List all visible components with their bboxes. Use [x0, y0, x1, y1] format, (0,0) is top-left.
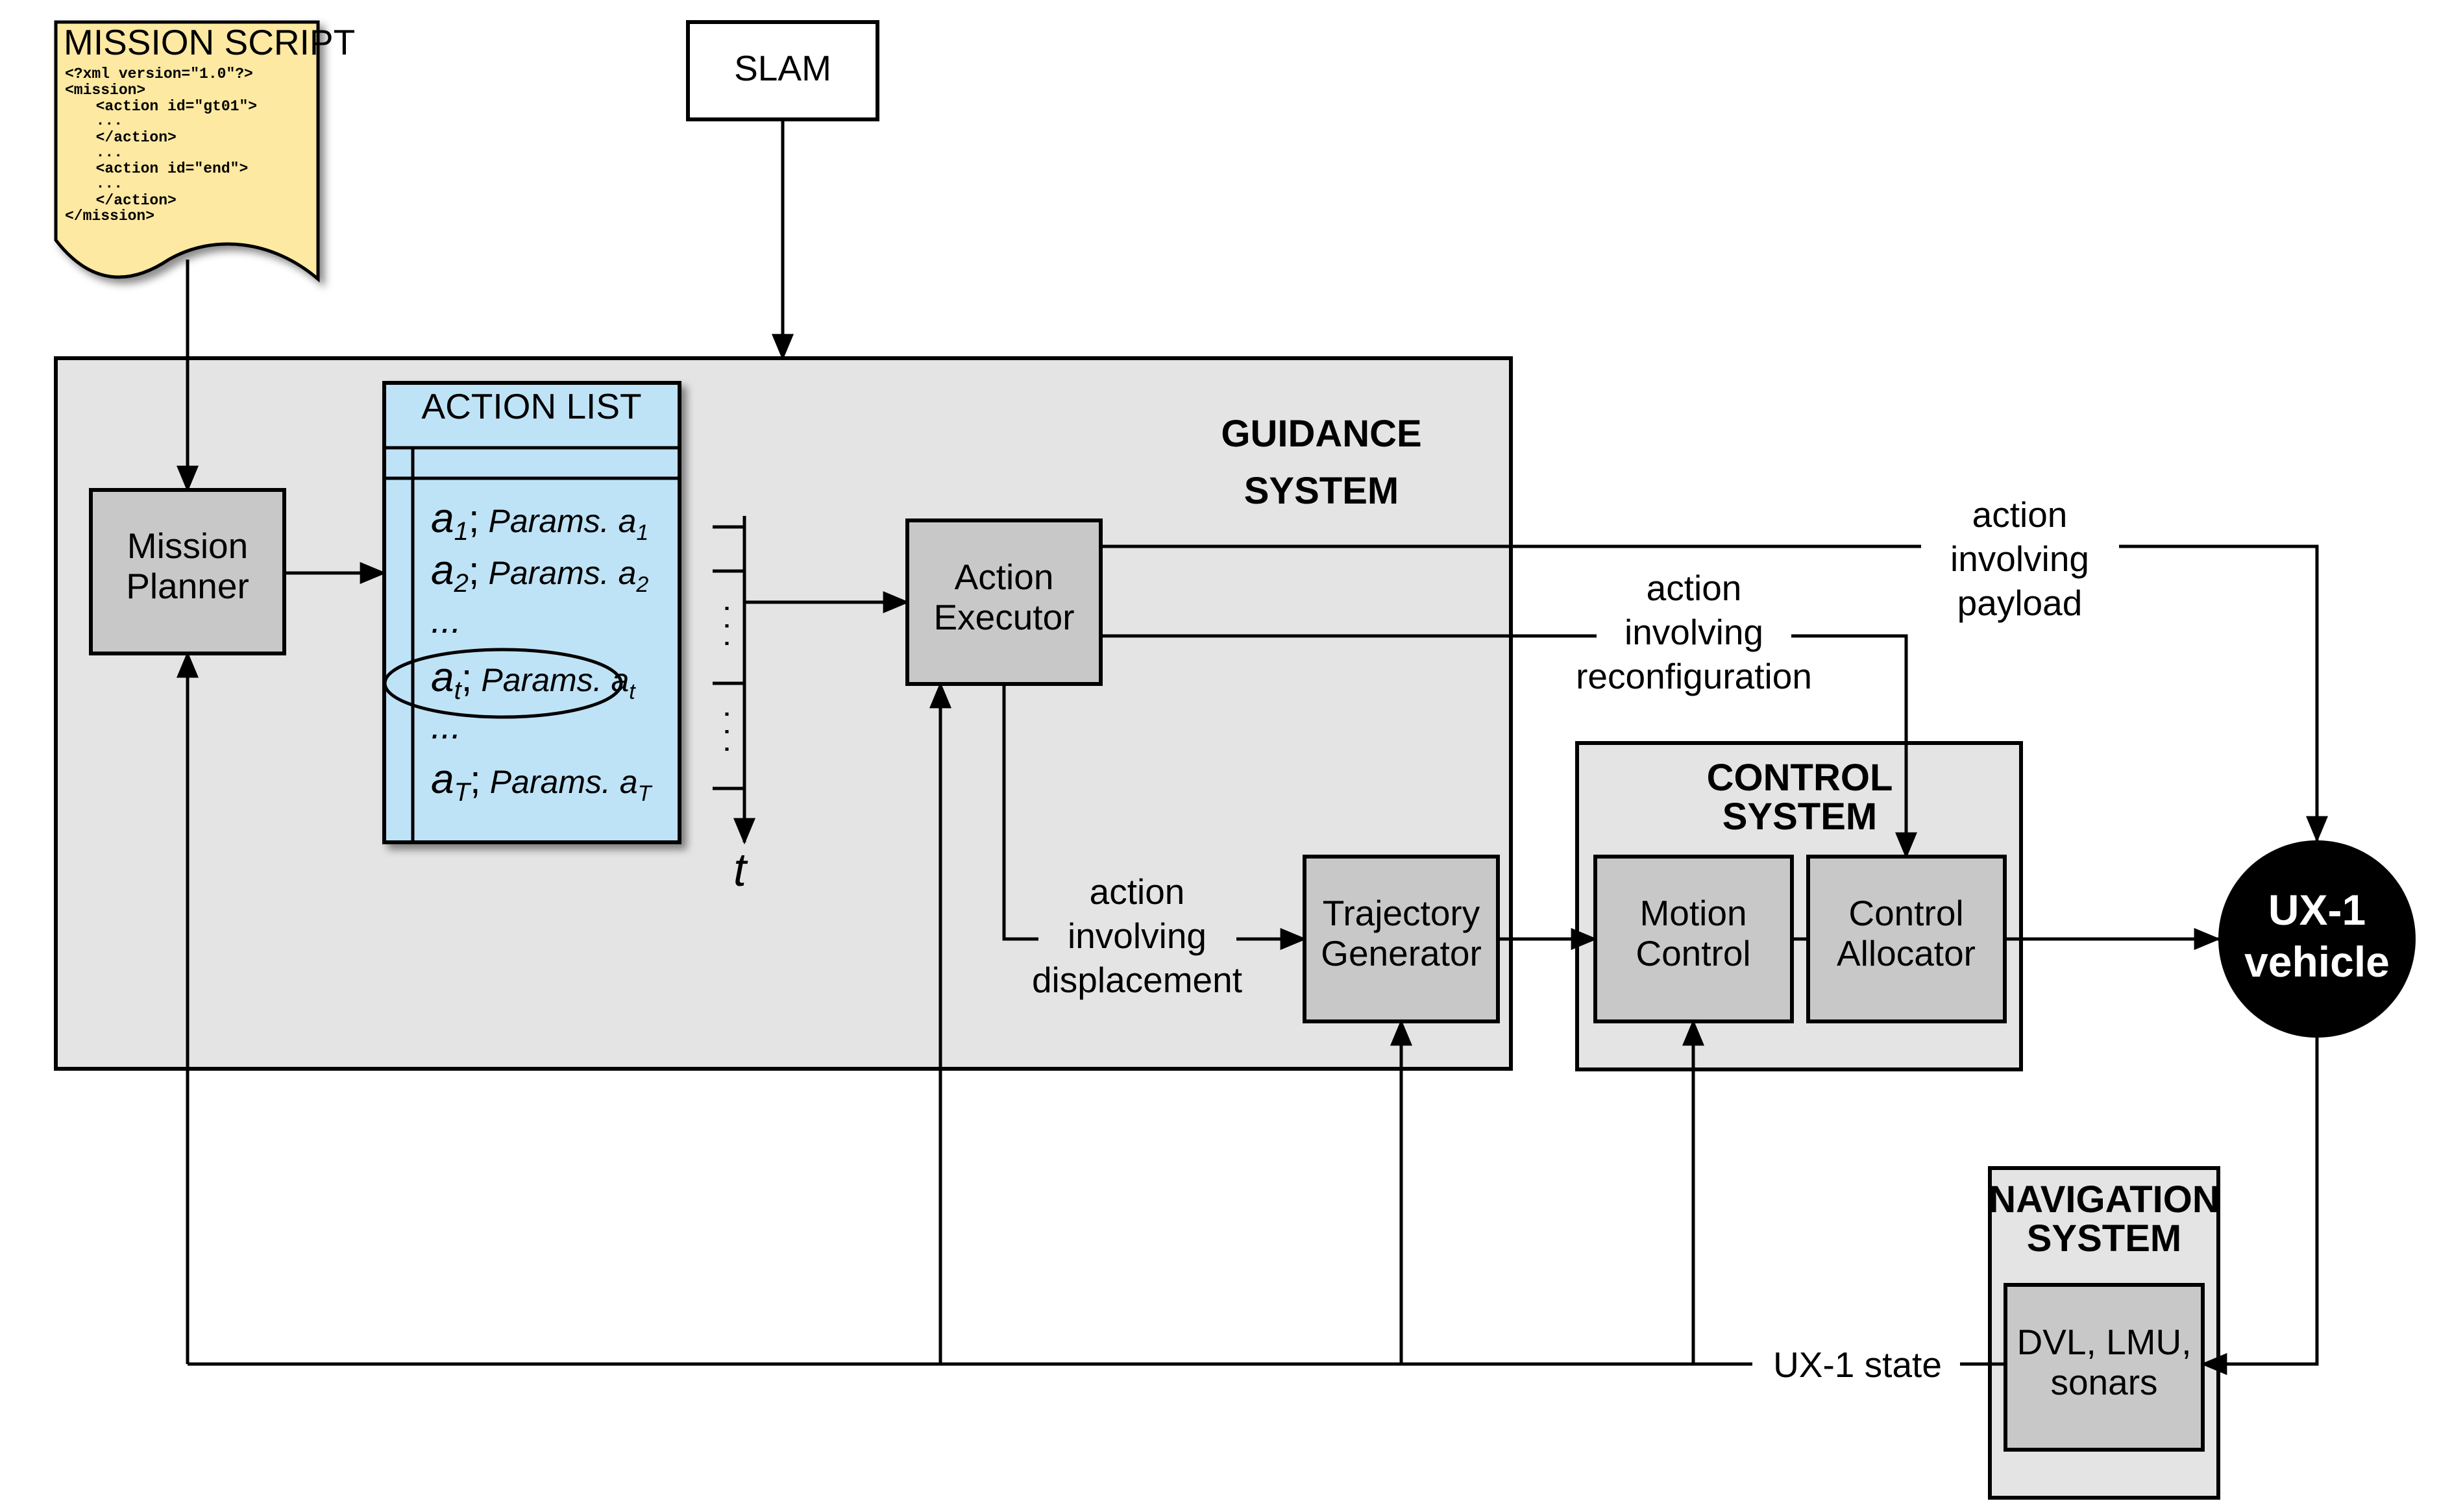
code-line: <mission>: [65, 82, 145, 99]
reconfig-label-2: involving: [1624, 612, 1763, 652]
mission-script-page[interactable]: [54, 20, 320, 283]
code-line: </action>: [78, 192, 177, 209]
payload-label-2: involving: [1950, 539, 2089, 579]
current-action-highlight: [383, 648, 623, 719]
code-line: <action id="gt01">: [78, 98, 257, 115]
guidance-system-box: [54, 356, 1513, 1071]
code-line: </mission>: [65, 208, 154, 225]
navigation-title-line1: NAVIGATION: [1989, 1178, 2220, 1221]
guidance-title-line2: SYSTEM: [1244, 470, 1399, 512]
action-row-2[interactable]: a2;Params. a2: [431, 546, 648, 598]
time-axis: t: [713, 516, 755, 896]
control-system: CONTROL SYSTEM Motion Control Control Al…: [1575, 741, 2023, 1071]
reconfig-label-1: action: [1647, 568, 1742, 608]
slam-label: SLAM: [734, 48, 831, 88]
code-line: ...: [78, 144, 123, 161]
control-allocator-line2: Allocator: [1837, 933, 1976, 973]
action-row-ellipsis: ...: [431, 705, 461, 746]
action-executor-block[interactable]: Action Executor: [905, 518, 1103, 686]
action-row-1[interactable]: a1;Params. a1: [431, 494, 648, 546]
control-allocator-line1: Control: [1848, 893, 1963, 933]
vehicle-line2: vehicle: [2244, 938, 2390, 986]
slam-box[interactable]: [686, 20, 879, 121]
mission-script[interactable]: [54, 20, 320, 283]
action-list: ACTION LIST a1;Params. a1 a2;Params. a2 …: [382, 381, 681, 844]
sensors-line2: sonars: [2050, 1362, 2157, 1402]
reconfig-line-b: [1791, 634, 1917, 859]
payload-label-1: action: [1972, 494, 2068, 535]
code-line: <?xml version="1.0"?>: [65, 66, 253, 82]
displacement-line-a: [1002, 684, 1038, 941]
trajectory-generator-line2: Generator: [1321, 933, 1482, 973]
displacement-label-3: displacement: [1032, 960, 1242, 1000]
code-line: <action id="end">: [78, 160, 248, 177]
action-executor-line1: Action: [955, 557, 1054, 597]
payload-line-b: [2119, 544, 2328, 843]
vehicle-node[interactable]: UX-1 vehicle: [2218, 840, 2416, 1038]
action-row-last[interactable]: aT;Params. aT: [431, 755, 653, 807]
payload-label-3: payload: [1957, 583, 2083, 623]
vehicle-line1: UX-1: [2268, 886, 2366, 934]
mission-script-code: <?xml version="1.0"?> <mission> <action …: [65, 66, 257, 225]
mission-planner-line1: Mission: [127, 526, 248, 566]
navigation-system: NAVIGATION SYSTEM DVL, LMU, sonars: [1988, 1166, 2220, 1500]
sensors-box[interactable]: [2004, 1283, 2205, 1452]
sensors-line1: DVL, LMU,: [2017, 1322, 2192, 1362]
motion-control-line1: Motion: [1639, 893, 1747, 933]
trajectory-generator-block[interactable]: Trajectory Generator: [1303, 855, 1500, 1023]
connectors: [177, 119, 2328, 1375]
navigation-title-line2: SYSTEM: [2027, 1217, 2182, 1260]
action-list-box: [382, 381, 681, 844]
action-executor-box[interactable]: [905, 518, 1103, 686]
guidance-title-line1: GUIDANCE: [1221, 413, 1421, 455]
action-row-ellipsis: ...: [431, 600, 461, 640]
control-system-title-line1: CONTROL: [1707, 757, 1893, 799]
mission-planner-block[interactable]: Mission Planner: [89, 488, 286, 655]
motion-control-box[interactable]: [1593, 855, 1794, 1023]
trajectory-generator-line1: Trajectory: [1323, 893, 1480, 933]
vehicle-circle[interactable]: [2218, 840, 2416, 1038]
mission-planner-line2: Planner: [126, 566, 249, 606]
slam-block[interactable]: SLAM: [686, 20, 879, 121]
action-executor-line2: Executor: [933, 597, 1074, 637]
code-line: </action>: [78, 129, 177, 146]
vehicle-to-sensors-arrow: [2200, 1038, 2319, 1375]
code-line: ...: [78, 112, 123, 129]
connector-labels: action involving payload action involvin…: [1032, 494, 2089, 1385]
guidance-system: GUIDANCE SYSTEM: [54, 356, 1513, 1071]
control-system-title-line2: SYSTEM: [1722, 796, 1878, 838]
control-allocator-box[interactable]: [1806, 855, 2007, 1023]
action-row-current[interactable]: at;Params. at: [431, 653, 636, 705]
displacement-label-2: involving: [1068, 916, 1207, 956]
action-list-title: ACTION LIST: [421, 386, 641, 426]
motion-control-line2: Control: [1636, 933, 1750, 973]
code-line: ...: [78, 175, 123, 192]
state-label: UX-1 state: [1773, 1345, 1942, 1385]
displacement-label-1: action: [1090, 872, 1185, 912]
time-label: t: [733, 844, 748, 896]
mission-script-title: MISSION SCRIPT: [64, 22, 355, 62]
reconfig-label-3: reconfiguration: [1576, 656, 1812, 696]
